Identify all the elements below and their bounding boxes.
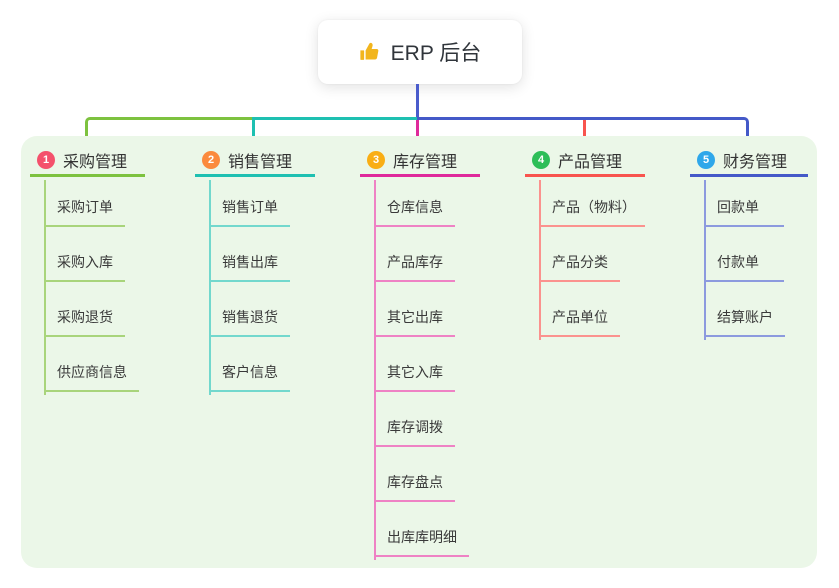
branch-number-badge: 3 bbox=[367, 150, 385, 169]
child-node[interactable]: 库存调拨 bbox=[374, 417, 455, 447]
child-row: 库存盘点 bbox=[360, 447, 480, 502]
child-row: 采购入库 bbox=[30, 227, 145, 282]
branch-children: 仓库信息产品库存其它出库其它入库库存调拨库存盘点出库库明细 bbox=[360, 177, 480, 557]
child-row: 销售退货 bbox=[195, 282, 315, 337]
connector-root-vertical bbox=[416, 84, 419, 118]
branch-spine-line bbox=[704, 180, 706, 340]
connector-bus-segment-right bbox=[417, 117, 749, 143]
child-node[interactable]: 采购订单 bbox=[44, 197, 125, 227]
child-node[interactable]: 库存盘点 bbox=[374, 472, 455, 502]
child-row: 客户信息 bbox=[195, 337, 315, 392]
branch-children: 采购订单采购入库采购退货供应商信息 bbox=[30, 177, 145, 392]
branch-number-badge: 5 bbox=[697, 150, 715, 169]
branch-label: 产品管理 bbox=[558, 153, 623, 171]
child-row: 产品分类 bbox=[525, 227, 645, 282]
connector-bus-segment-purchase bbox=[85, 117, 252, 143]
child-node[interactable]: 其它入库 bbox=[374, 362, 455, 392]
child-node[interactable]: 其它出库 bbox=[374, 307, 455, 337]
branch-number-badge: 2 bbox=[202, 150, 220, 169]
child-row: 采购退货 bbox=[30, 282, 145, 337]
child-row: 仓库信息 bbox=[360, 177, 480, 227]
child-node[interactable]: 销售订单 bbox=[209, 197, 290, 227]
branch-spine-line bbox=[209, 180, 211, 395]
child-node[interactable]: 回款单 bbox=[704, 197, 784, 227]
child-node[interactable]: 出库库明细 bbox=[374, 527, 469, 557]
branch-header[interactable]: 2 销售管理 bbox=[195, 136, 315, 177]
branch-children: 回款单付款单结算账户 bbox=[690, 177, 808, 337]
child-row: 其它出库 bbox=[360, 282, 480, 337]
branch-label: 采购管理 bbox=[63, 153, 128, 171]
child-node[interactable]: 供应商信息 bbox=[44, 362, 139, 392]
connector-bus-segment-sales bbox=[252, 117, 417, 143]
branch-number-badge: 4 bbox=[532, 150, 550, 169]
branch-spine-line bbox=[539, 180, 541, 340]
child-node[interactable]: 结算账户 bbox=[704, 307, 785, 337]
branch-2: 2 销售管理 销售订单销售出库销售退货客户信息 bbox=[195, 136, 315, 395]
child-node[interactable]: 产品分类 bbox=[539, 252, 620, 282]
branch-header[interactable]: 5 财务管理 bbox=[690, 136, 808, 177]
thumbs-up-icon bbox=[359, 41, 381, 63]
child-row: 销售出库 bbox=[195, 227, 315, 282]
child-node[interactable]: 产品库存 bbox=[374, 252, 455, 282]
mindmap-panel: 1 采购管理 采购订单采购入库采购退货供应商信息 2 销售管理 销售订单销售出库… bbox=[21, 136, 817, 568]
child-row: 产品单位 bbox=[525, 282, 645, 337]
child-node[interactable]: 销售退货 bbox=[209, 307, 290, 337]
connector-drop-product bbox=[583, 120, 586, 143]
child-node[interactable]: 客户信息 bbox=[209, 362, 290, 392]
child-row: 出库库明细 bbox=[360, 502, 480, 557]
child-row: 产品库存 bbox=[360, 227, 480, 282]
child-row: 结算账户 bbox=[690, 282, 808, 337]
branch-spine-line bbox=[44, 180, 46, 395]
branch-label: 销售管理 bbox=[228, 153, 293, 171]
child-row: 付款单 bbox=[690, 227, 808, 282]
branch-children: 产品（物料） 产品分类产品单位 bbox=[525, 177, 645, 337]
child-node[interactable]: 产品单位 bbox=[539, 307, 620, 337]
child-row: 产品（物料） bbox=[525, 177, 645, 227]
branch-header[interactable]: 3 库存管理 bbox=[360, 136, 480, 177]
child-node[interactable]: 仓库信息 bbox=[374, 197, 455, 227]
child-node[interactable]: 销售出库 bbox=[209, 252, 290, 282]
branch-label: 库存管理 bbox=[393, 153, 458, 171]
branch-header[interactable]: 4 产品管理 bbox=[525, 136, 645, 177]
child-node[interactable]: 产品（物料） bbox=[539, 197, 645, 227]
child-node[interactable]: 采购入库 bbox=[44, 252, 125, 282]
branch-number-badge: 1 bbox=[37, 150, 55, 169]
child-node[interactable]: 付款单 bbox=[704, 252, 784, 282]
branch-spine-line bbox=[374, 180, 376, 560]
branch-3: 3 库存管理 仓库信息产品库存其它出库其它入库库存调拨库存盘点出库库明细 bbox=[360, 136, 480, 560]
branch-1: 1 采购管理 采购订单采购入库采购退货供应商信息 bbox=[30, 136, 145, 395]
root-title: ERP 后台 bbox=[390, 42, 482, 65]
branch-4: 4 产品管理 产品（物料） 产品分类产品单位 bbox=[525, 136, 645, 340]
child-row: 销售订单 bbox=[195, 177, 315, 227]
branch-children: 销售订单销售出库销售退货客户信息 bbox=[195, 177, 315, 392]
child-row: 库存调拨 bbox=[360, 392, 480, 447]
child-node[interactable]: 采购退货 bbox=[44, 307, 125, 337]
root-node[interactable]: ERP 后台 bbox=[318, 20, 522, 84]
branch-5: 5 财务管理 回款单付款单结算账户 bbox=[690, 136, 808, 340]
child-row: 供应商信息 bbox=[30, 337, 145, 392]
branch-header[interactable]: 1 采购管理 bbox=[30, 136, 145, 177]
child-row: 回款单 bbox=[690, 177, 808, 227]
branch-label: 财务管理 bbox=[723, 153, 788, 171]
connector-drop-inventory bbox=[416, 120, 419, 143]
child-row: 采购订单 bbox=[30, 177, 145, 227]
child-row: 其它入库 bbox=[360, 337, 480, 392]
